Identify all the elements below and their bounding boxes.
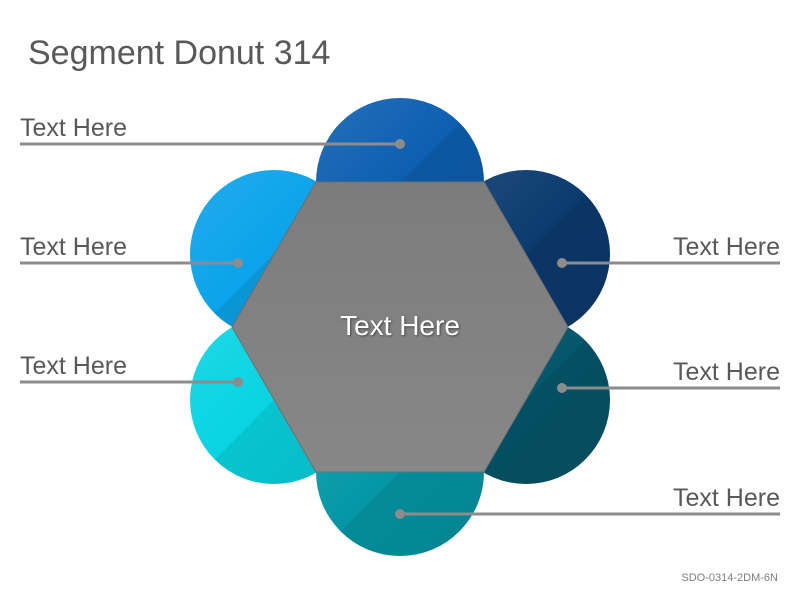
label-upper-right: Text Here — [673, 233, 780, 261]
label-lower-right: Text Here — [673, 358, 780, 386]
label-top: Text Here — [20, 114, 127, 142]
leader-dot-upper-right — [557, 258, 567, 268]
center-hexagon — [231, 181, 569, 473]
leader-lines — [20, 139, 780, 519]
center-label: Text Here — [340, 310, 460, 341]
page-title: Segment Donut 314 — [28, 34, 331, 72]
label-bottom: Text Here — [673, 484, 780, 512]
leader-dot-upper-left — [233, 258, 243, 268]
label-lower-left: Text Here — [20, 352, 127, 380]
label-upper-left: Text Here — [20, 233, 127, 261]
footer-code: SDO-0314-2DM-6N — [681, 572, 778, 584]
leader-dot-lower-left — [233, 377, 243, 387]
leader-dot-lower-right — [557, 383, 567, 393]
leader-dot-top — [395, 139, 405, 149]
leader-dot-bottom — [395, 509, 405, 519]
